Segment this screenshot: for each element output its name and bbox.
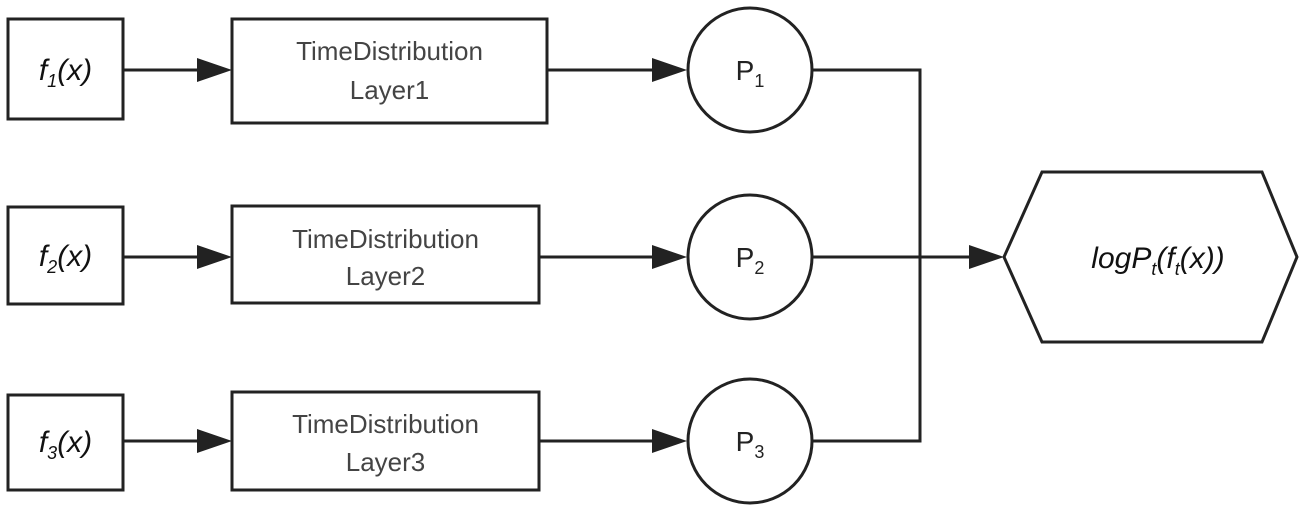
- layer-subtitle-3: Layer3: [346, 447, 426, 477]
- arrowhead-input2-layer2: [197, 245, 232, 269]
- input-label-2: f2(x): [39, 240, 92, 277]
- output-hexagon: [1002, 170, 1299, 344]
- arrowhead-layer1-p1: [652, 58, 687, 82]
- row-1: f1(x) TimeDistribution Layer1 P1: [6, 6, 922, 258]
- layer-title-1: TimeDistribution: [296, 36, 483, 66]
- input-box-3: [6, 393, 125, 492]
- layer-subtitle-2: Layer2: [346, 261, 426, 291]
- arrowhead-layer2-p2: [652, 245, 687, 269]
- layer-title-3: TimeDistribution: [292, 409, 479, 439]
- row-3: f3(x) TimeDistribution Layer3 P3: [6, 256, 922, 505]
- input-label-3: f3(x): [39, 426, 92, 463]
- arrowhead-layer3-p3: [652, 429, 687, 453]
- arrowhead-to-output: [969, 245, 1004, 269]
- layer-box-2: [230, 204, 541, 305]
- edge-p3-merge: [812, 256, 922, 443]
- prob-label-3: P3: [736, 426, 765, 462]
- layer-subtitle-1: Layer1: [350, 75, 430, 105]
- prob-label-2: P2: [736, 242, 765, 278]
- prob-label-1: P1: [736, 55, 765, 91]
- input-label-1: f1(x): [39, 54, 92, 91]
- arrowhead-input3-layer3: [197, 429, 232, 453]
- layer-box-3: [230, 390, 541, 492]
- input-box-1: [6, 17, 125, 121]
- output-label: logPt(ft(x)): [1091, 242, 1224, 279]
- layer-title-2: TimeDistribution: [292, 224, 479, 254]
- edge-p1-merge: [812, 68, 922, 258]
- row-2: f2(x) TimeDistribution Layer2 P2: [6, 193, 1004, 321]
- input-box-2: [6, 205, 125, 306]
- layer-box-1: [230, 17, 549, 125]
- output-node: logPt(ft(x)): [1002, 170, 1299, 344]
- arrowhead-input1-layer1: [197, 58, 232, 82]
